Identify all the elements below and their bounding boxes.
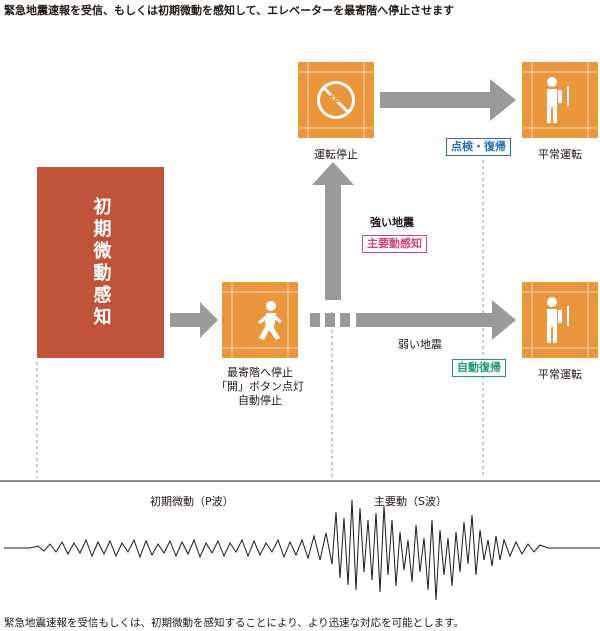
arrow-to-nearest-floor — [170, 302, 218, 338]
nearest-floor-line1: 最寄階へ停止 — [227, 366, 293, 379]
elevator-normal-top-icon — [521, 61, 599, 139]
strong-quake-label: 強い地震 — [370, 216, 414, 229]
detection-label: 初期微動感知 — [90, 196, 112, 329]
nearest-floor-line2: 「開」ボタン点灯 — [216, 380, 304, 393]
elevator-evacuate-icon — [221, 281, 299, 359]
inspection-recovery-badge: 点検・復帰 — [446, 138, 511, 156]
s-wave-label: 主要動（S波） — [374, 495, 447, 508]
top-caption: 緊急地震速報を受信、もしくは初期微動を感知して、エレベーターを最寄階へ停止させま… — [4, 4, 455, 17]
elevator-stop-icon — [297, 61, 375, 139]
nearest-floor-line3: 自動停止 — [238, 394, 282, 407]
seismic-waveform — [4, 499, 600, 601]
p-wave-label: 初期微動（P波） — [150, 495, 234, 508]
arrow-up-to-stop — [312, 162, 354, 300]
weak-quake-label: 弱い地震 — [398, 338, 442, 351]
arrow-weak-to-normal — [310, 300, 516, 340]
elevator-normal-bottom-icon — [521, 281, 599, 359]
main-motion-detect-badge: 主要動感知 — [362, 235, 427, 253]
bottom-caption: 緊急地震速報を受信もしくは、初期微動を感知することにより、より迅速な対応を可能と… — [4, 617, 465, 629]
detection-block — [37, 167, 164, 358]
normal-operation-bottom-label: 平常運転 — [538, 368, 582, 381]
auto-recovery-badge: 自動復帰 — [452, 359, 506, 377]
operation-stop-label: 運転停止 — [314, 148, 358, 161]
arrow-stop-to-normal — [380, 79, 516, 121]
normal-operation-top-label: 平常運転 — [538, 148, 582, 161]
nearest-floor-label: 最寄階へ停止 「開」ボタン点灯 自動停止 — [210, 366, 310, 408]
stop-sign-text: stop — [322, 92, 350, 105]
